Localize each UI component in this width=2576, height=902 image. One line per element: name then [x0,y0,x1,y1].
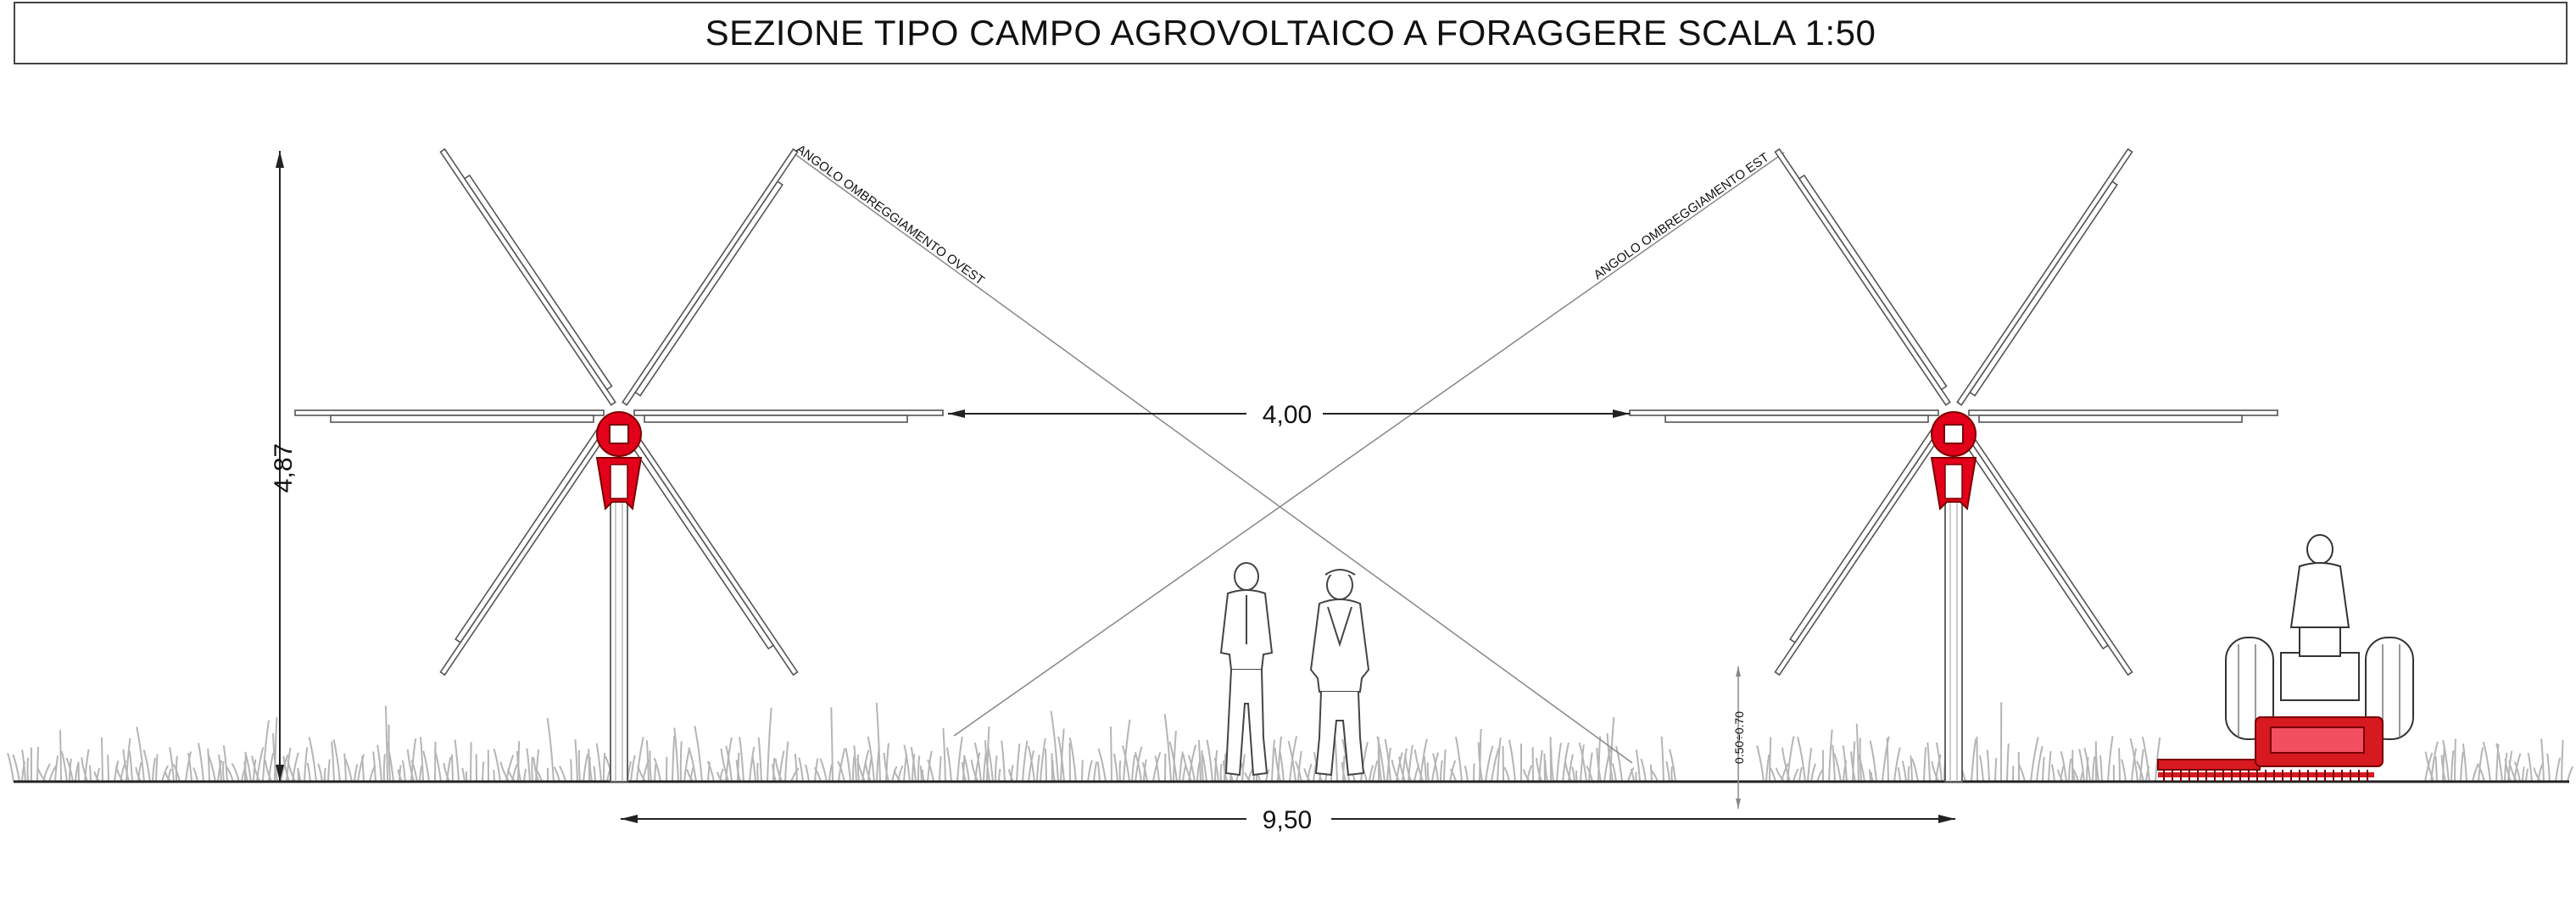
west-shading-line [792,152,1633,764]
east-shading-label: ANGOLO OMBREGGIAMENTO EST [1592,150,1772,282]
clearance-dimension-label: 0.50÷0.70 [1732,711,1746,764]
pitch-dimension [621,815,1955,823]
tractor [2225,534,2414,740]
west-shading-label: ANGOLO OMBREGGIAMENTO OVEST [794,142,987,287]
forage-implement [2157,716,2384,782]
height-dimension [276,151,284,782]
gap-dimension-label: 4,00 [1263,401,1312,429]
east-shading-line [953,152,1785,737]
clearance-dimension [1736,666,1741,809]
gap-dimension [948,409,1630,418]
tracker-right [1629,148,2278,782]
person-standing-back [1219,562,1274,777]
drawing-title: SEZIONE TIPO CAMPO AGROVOLTAICO A FORAGG… [705,13,1876,53]
tracker-left [294,148,944,782]
person-standing-front [1309,569,1370,777]
height-dimension-label: 4,87 [270,443,298,493]
title-box: SEZIONE TIPO CAMPO AGROVOLTAICO A FORAGG… [14,2,2568,64]
forage-vegetation [7,702,2573,782]
pitch-dimension-label: 9,50 [1263,806,1312,834]
